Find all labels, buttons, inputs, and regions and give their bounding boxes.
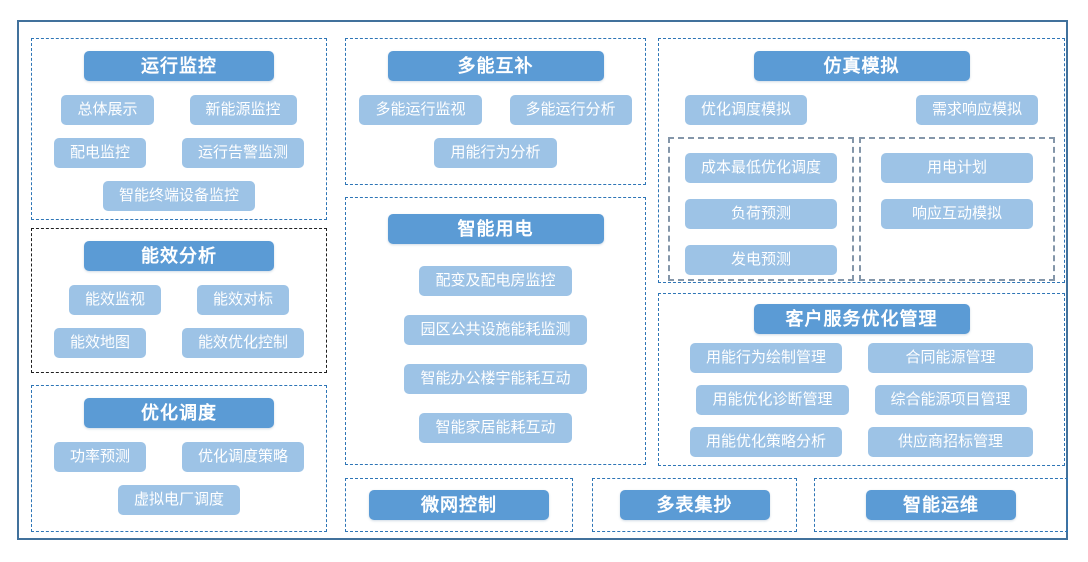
feature-item-distribution-monitoring: 配电监控 [53, 138, 146, 168]
feature-item-public-facility-energy-monitoring: 园区公共设施能耗监测 [404, 315, 587, 345]
group-operation-monitoring: 运行监控 总体展示 新能源监控 配电监控 运行告警监测 智能终端设备监控 [31, 38, 327, 220]
feature-item-integrated-energy-project-management: 综合能源项目管理 [874, 385, 1027, 415]
subgroup-cost-optimization: 成本最低优化调度 负荷预测 发电预测 [668, 137, 854, 281]
feature-item-alarm-monitoring: 运行告警监测 [182, 138, 305, 168]
feature-item-dispatch-simulation: 优化调度模拟 [685, 95, 808, 125]
feature-item-energy-behavior-profile-management: 用能行为绘制管理 [689, 343, 842, 373]
group-title-microgrid-control: 微网控制 [369, 490, 549, 520]
group-microgrid-control: 微网控制 [345, 478, 573, 532]
feature-item-energy-behavior-analysis: 用能行为分析 [434, 138, 557, 168]
feature-item-supplier-bidding-management: 供应商招标管理 [868, 427, 1033, 457]
feature-item-energy-optimization-strategy-analysis: 用能优化策略分析 [689, 427, 842, 457]
feature-item-energy-optimization-diagnosis: 用能优化诊断管理 [696, 385, 849, 415]
feature-item-smart-terminal-monitoring: 智能终端设备监控 [102, 181, 255, 211]
feature-item-efficiency-benchmarking: 能效对标 [197, 285, 290, 315]
feature-item-power-forecast: 功率预测 [53, 442, 146, 472]
feature-item-overall-display: 总体展示 [61, 95, 154, 125]
feature-item-multi-energy-analysis: 多能运行分析 [509, 95, 632, 125]
feature-item-lowest-cost-dispatch: 成本最低优化调度 [684, 153, 837, 183]
feature-item-efficiency-optimization-control: 能效优化控制 [182, 328, 305, 358]
group-customer-service-optimization: 客户服务优化管理 用能行为绘制管理 合同能源管理 用能优化诊断管理 综合能源项目… [658, 293, 1065, 466]
feature-item-efficiency-map: 能效地图 [53, 328, 146, 358]
group-title-smart-om: 智能运维 [866, 490, 1016, 520]
group-title-operation-monitoring: 运行监控 [84, 51, 274, 81]
group-title-simulation: 仿真模拟 [753, 51, 970, 81]
group-title-smart-power-use: 智能用电 [387, 214, 604, 244]
feature-item-power-use-plan: 用电计划 [881, 153, 1033, 183]
group-title-optimal-dispatch: 优化调度 [84, 398, 274, 428]
feature-item-contract-energy-management: 合同能源管理 [868, 343, 1033, 373]
group-title-energy-efficiency: 能效分析 [84, 241, 274, 271]
group-title-customer-service: 客户服务优化管理 [753, 304, 970, 334]
feature-item-smart-home-energy-interaction: 智能家居能耗互动 [419, 413, 572, 443]
group-simulation: 仿真模拟 优化调度模拟 需求响应模拟 成本最低优化调度 负荷预测 发电预测 用电… [658, 38, 1065, 283]
feature-item-load-forecast: 负荷预测 [685, 199, 837, 229]
group-multi-meter-reading: 多表集抄 [592, 478, 797, 532]
group-smart-operation-maintenance: 智能运维 [814, 478, 1068, 532]
feature-item-dispatch-strategy: 优化调度策略 [182, 442, 305, 472]
group-optimal-dispatch: 优化调度 功率预测 优化调度策略 虚拟电厂调度 [31, 385, 327, 532]
subgroup-power-plan: 用电计划 响应互动模拟 [859, 137, 1055, 281]
group-title-multi-energy: 多能互补 [387, 51, 604, 81]
group-energy-efficiency-analysis: 能效分析 能效监视 能效对标 能效地图 能效优化控制 [31, 228, 327, 373]
group-smart-power-use: 智能用电 配变及配电房监控 园区公共设施能耗监测 智能办公楼宇能耗互动 智能家居… [345, 197, 646, 465]
feature-item-response-interaction-simulation: 响应互动模拟 [881, 199, 1033, 229]
feature-item-new-energy-monitoring: 新能源监控 [189, 95, 297, 125]
group-multi-energy-complementarity: 多能互补 多能运行监视 多能运行分析 用能行为分析 [345, 38, 646, 185]
feature-item-virtual-power-plant-dispatch: 虚拟电厂调度 [117, 485, 240, 515]
feature-item-multi-energy-monitoring: 多能运行监视 [359, 95, 482, 125]
feature-item-demand-response-simulation: 需求响应模拟 [915, 95, 1038, 125]
feature-item-generation-forecast: 发电预测 [685, 245, 837, 275]
feature-item-efficiency-monitoring: 能效监视 [68, 285, 161, 315]
feature-item-office-building-energy-interaction: 智能办公楼宇能耗互动 [404, 364, 587, 394]
feature-item-transformer-room-monitoring: 配变及配电房监控 [419, 266, 572, 296]
group-title-multi-meter-reading: 多表集抄 [619, 490, 770, 520]
